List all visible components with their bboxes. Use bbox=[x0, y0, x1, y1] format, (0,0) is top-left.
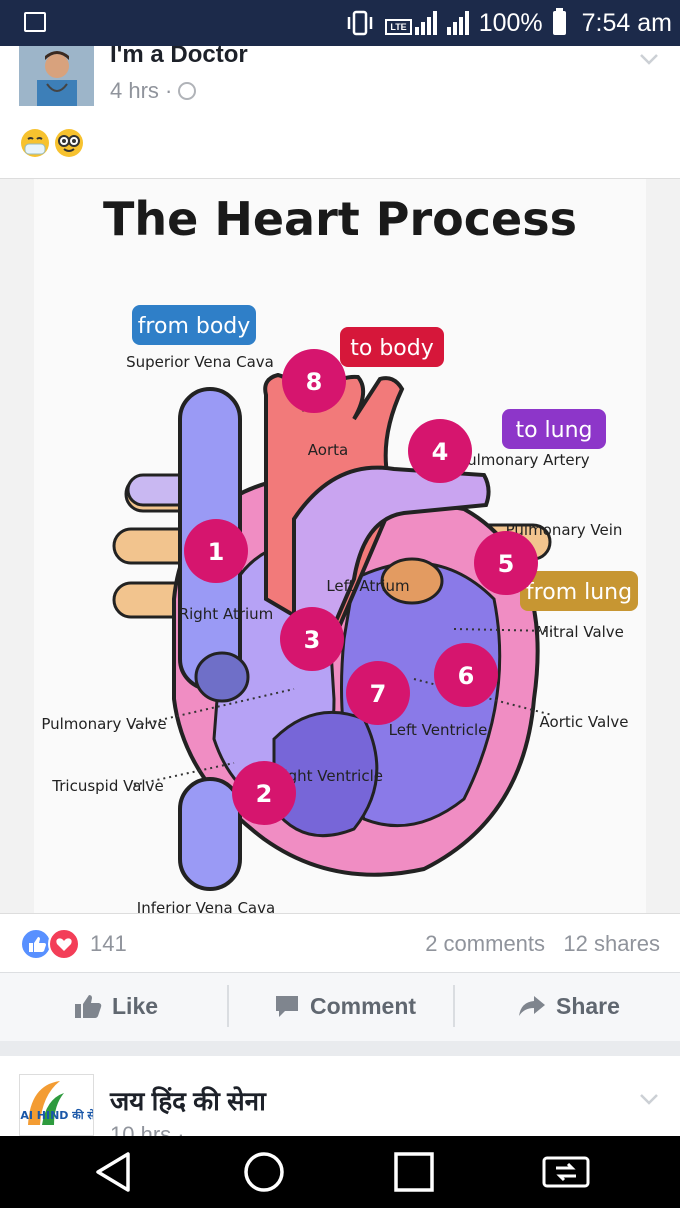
post-caption bbox=[20, 128, 84, 158]
feed-post: I'm a Doctor 4 hrs · The Heart Pr bbox=[0, 46, 680, 1041]
status-bar: LTE 100% 7:54 am bbox=[0, 0, 680, 46]
svg-text:3: 3 bbox=[304, 626, 321, 654]
author-name[interactable]: I'm a Doctor bbox=[110, 46, 248, 64]
reaction-summary[interactable]: 141 2 comments 12 shares bbox=[0, 914, 680, 972]
label-pulmonary-valve: Pulmonary Valve bbox=[41, 715, 166, 733]
step-5: 5 bbox=[474, 531, 538, 595]
page-name[interactable]: जय हिंद की सेना bbox=[110, 1086, 266, 1116]
share-label: Share bbox=[556, 992, 620, 1019]
love-reaction-icon bbox=[48, 928, 80, 960]
svg-text:to lung: to lung bbox=[515, 418, 592, 443]
svg-text:7: 7 bbox=[370, 680, 387, 708]
svg-text:from lung: from lung bbox=[526, 580, 632, 605]
android-nav-bar bbox=[0, 1136, 680, 1208]
svg-text:4: 4 bbox=[432, 438, 449, 466]
switch-app-icon[interactable] bbox=[540, 1150, 592, 1194]
share-button[interactable]: Share bbox=[518, 973, 620, 1039]
label-tricuspid-valve: Tricuspid Valve bbox=[51, 777, 163, 795]
nerd-face-emoji bbox=[55, 129, 83, 157]
label-aorta: Aorta bbox=[308, 441, 348, 459]
doctor-avatar-image bbox=[19, 46, 94, 106]
step-8: 8 bbox=[282, 349, 346, 413]
mask-face-emoji bbox=[21, 129, 49, 157]
status-icons: LTE 100% 7:54 am bbox=[345, 0, 672, 46]
tag-from-body: from body bbox=[132, 305, 256, 345]
step-6: 6 bbox=[434, 643, 498, 707]
comments-shares[interactable]: 2 comments 12 shares bbox=[425, 931, 660, 957]
like-button[interactable]: Like bbox=[74, 973, 158, 1039]
post-actions: Like Comment Share bbox=[0, 972, 680, 1041]
svg-text:1: 1 bbox=[208, 538, 225, 566]
globe-icon bbox=[178, 82, 197, 100]
vibrate-icon bbox=[348, 10, 373, 36]
label-left-atrium: Left Atrium bbox=[326, 577, 409, 595]
label-mitral-valve: Mitral Valve bbox=[536, 623, 624, 641]
label-right-atrium: Right Atrium bbox=[179, 605, 274, 623]
page-avatar[interactable]: JAI HIND की सेना bbox=[19, 1074, 94, 1136]
battery-percent: 100% bbox=[478, 8, 543, 37]
thumbs-up-icon bbox=[75, 995, 102, 1018]
step-2: 2 bbox=[232, 761, 296, 825]
tag-to-lung: to lung bbox=[502, 409, 606, 449]
chevron-down-icon[interactable] bbox=[638, 48, 660, 70]
label-superior-vena-cava: Superior Vena Cava bbox=[126, 353, 274, 371]
comment-icon bbox=[276, 996, 298, 1017]
back-icon[interactable] bbox=[92, 1150, 136, 1194]
step-7: 7 bbox=[346, 661, 410, 725]
post-meta: 4 hrs · bbox=[110, 78, 197, 104]
svg-text:to body: to body bbox=[350, 336, 434, 361]
post-time: 4 hrs · bbox=[110, 78, 173, 103]
logo-text: JAI HIND की सेना bbox=[20, 1108, 94, 1122]
step-1: 1 bbox=[184, 519, 248, 583]
sim2-signal-icon bbox=[446, 11, 469, 35]
lte-badge: LTE bbox=[385, 19, 412, 35]
heart-diagram: The Heart Process bbox=[34, 179, 646, 917]
comment-label: Comment bbox=[310, 992, 417, 1019]
label-right-ventricle: Right Ventricle bbox=[273, 767, 383, 785]
action-divider bbox=[453, 985, 455, 1027]
label-pulmonary-vein: Pulmonary Vein bbox=[506, 521, 623, 539]
diagram-title: The Heart Process bbox=[103, 192, 577, 246]
share-arrow-icon bbox=[519, 996, 545, 1016]
gallery-notification-icon bbox=[24, 12, 46, 32]
step-3: 3 bbox=[280, 607, 344, 671]
post-image[interactable]: The Heart Process bbox=[0, 178, 680, 917]
tag-to-body: to body bbox=[340, 327, 444, 367]
action-divider bbox=[227, 985, 229, 1027]
svg-text:from body: from body bbox=[138, 314, 251, 339]
shares-count[interactable]: 12 shares bbox=[563, 931, 660, 956]
clock: 7:54 am bbox=[581, 8, 672, 37]
chevron-down-icon[interactable] bbox=[638, 1088, 660, 1110]
feed-post-next: JAI HIND की सेना जय हिंद की सेना 10 hrs … bbox=[0, 1056, 680, 1136]
battery-icon bbox=[552, 8, 566, 35]
recents-icon[interactable] bbox=[392, 1150, 436, 1194]
svg-text:8: 8 bbox=[306, 368, 323, 396]
comment-button[interactable]: Comment bbox=[274, 973, 416, 1039]
label-inferior-vena-cava: Inferior Vena Cava bbox=[137, 899, 275, 913]
svg-text:5: 5 bbox=[498, 550, 515, 578]
comments-count[interactable]: 2 comments bbox=[425, 931, 546, 956]
label-aortic-valve: Aortic Valve bbox=[540, 713, 629, 731]
heart-diagram-svg: The Heart Process bbox=[34, 179, 646, 917]
reaction-count: 141 bbox=[90, 931, 127, 956]
jai-hind-logo: JAI HIND की सेना bbox=[20, 1075, 94, 1135]
svg-text:6: 6 bbox=[458, 662, 475, 690]
sim1-signal-icon: LTE bbox=[385, 11, 437, 35]
label-left-ventricle: Left Ventricle bbox=[389, 721, 488, 739]
step-4: 4 bbox=[408, 419, 472, 483]
tag-from-lung: from lung bbox=[520, 571, 638, 611]
svg-text:2: 2 bbox=[256, 780, 273, 808]
like-label: Like bbox=[112, 992, 159, 1019]
home-icon[interactable] bbox=[242, 1150, 286, 1194]
label-pulmonary-artery: Pulmonary Artery bbox=[458, 451, 589, 469]
author-avatar[interactable] bbox=[19, 46, 94, 106]
post-time: 10 hrs · bbox=[110, 1122, 185, 1136]
